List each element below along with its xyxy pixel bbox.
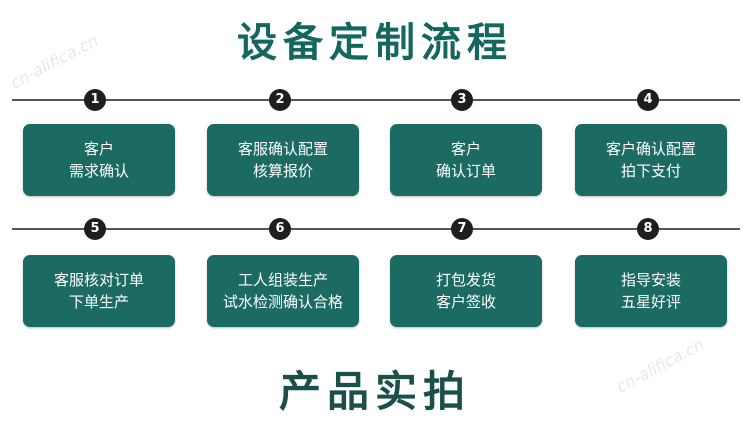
step-2-line1: 客服确认配置 [237,140,328,158]
step-1-card: 客户 需求确认 [23,124,175,196]
row-1-line [12,99,740,101]
step-4-badge: 4 [637,89,659,111]
step-7-badge: 7 [451,218,473,240]
step-6-badge: 6 [269,218,291,240]
step-4-card: 客户确认配置 拍下支付 [575,124,727,196]
step-6-line1: 工人组装生产 [237,271,328,289]
step-3-line2: 确认订单 [435,162,496,180]
step-8-line1: 指导安装 [620,271,681,289]
step-1-line1: 客户 [83,140,114,158]
step-3-badge: 3 [451,89,473,111]
step-5-line2: 下单生产 [68,293,129,311]
step-1-line2: 需求确认 [68,162,129,180]
step-6-line2: 试水检测确认合格 [222,293,343,311]
step-5-line1: 客服核对订单 [53,271,144,289]
step-3-card: 客户 确认订单 [390,124,542,196]
step-8-card: 指导安装 五星好评 [575,255,727,327]
page-title: 设备定制流程 [237,20,513,66]
step-1-badge: 1 [84,89,106,111]
step-4-line1: 客户确认配置 [605,140,696,158]
step-5-badge: 5 [84,218,106,240]
step-2-line2: 核算报价 [252,162,313,180]
row-2-line [12,228,740,230]
step-2-card: 客服确认配置 核算报价 [207,124,359,196]
step-6-card: 工人组装生产 试水检测确认合格 [207,255,359,327]
step-2-badge: 2 [269,89,291,111]
step-4-line2: 拍下支付 [620,162,681,180]
footer-title: 产品实拍 [278,367,471,416]
step-3-line1: 客户 [450,140,481,158]
step-7-line1: 打包发货 [435,271,496,289]
step-5-card: 客服核对订单 下单生产 [23,255,175,327]
step-8-line2: 五星好评 [620,293,681,311]
step-7-card: 打包发货 客户签收 [390,255,542,327]
step-7-line2: 客户签收 [435,293,496,311]
step-8-badge: 8 [637,218,659,240]
